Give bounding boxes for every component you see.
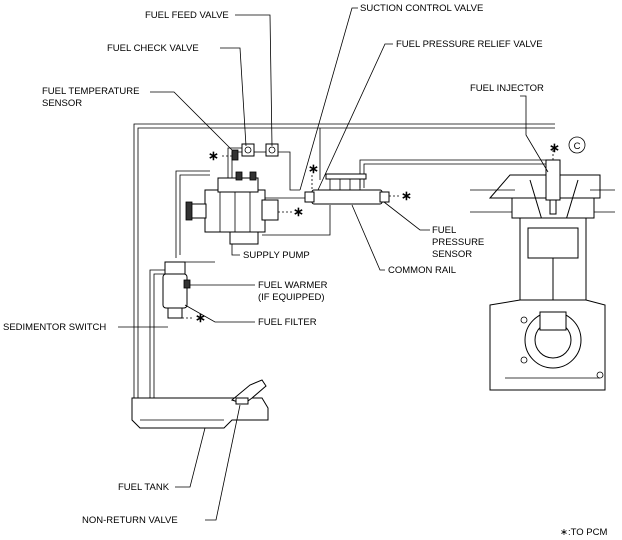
pcm-marker-pump: ∗: [293, 204, 304, 219]
pcm-marker-temp: ∗: [208, 148, 219, 163]
legend-to-pcm: ∗:TO PCM: [560, 527, 607, 538]
label-supply-pump: SUPPLY PUMP: [243, 250, 310, 261]
pcm-marker-sedimentor: ∗: [195, 310, 206, 325]
pcm-marker-relief: ∗: [308, 161, 319, 176]
label-fuel-temperature-sensor-1: FUEL TEMPERATURE: [42, 86, 139, 97]
label-fuel-filter: FUEL FILTER: [258, 317, 317, 328]
fuel-filter: [162, 261, 191, 319]
fuel-check-valve: [241, 143, 255, 157]
common-rail: [304, 173, 390, 205]
pcm-marker-pressure: ∗: [401, 188, 412, 203]
label-fuel-tank: FUEL TANK: [118, 482, 170, 493]
label-non-return-valve: NON-RETURN VALVE: [82, 515, 178, 526]
label-fuel-warmer-2: (IF EQUIPPED): [258, 292, 325, 303]
leader-lines: [118, 7, 549, 521]
pcm-markers: ∗ ∗ ∗ ∗ ∗ ∗: [182, 140, 560, 325]
label-fuel-feed-valve: FUEL FEED VALVE: [145, 10, 229, 21]
label-suction-control-valve: SUCTION CONTROL VALVE: [360, 3, 483, 14]
label-fuel-check-valve: FUEL CHECK VALVE: [107, 43, 199, 54]
engine: C: [470, 136, 615, 391]
fuel-tank: [131, 379, 269, 429]
label-fuel-injector: FUEL INJECTOR: [470, 83, 544, 94]
pcm-marker-injector: ∗: [549, 140, 560, 155]
label-common-rail: COMMON RAIL: [388, 265, 456, 276]
label-fuel-warmer-1: FUEL WARMER: [258, 280, 328, 291]
labels: FUEL FEED VALVE SUCTION CONTROL VALVE FU…: [3, 3, 607, 538]
supply-pump: [185, 171, 279, 245]
label-fuel-pressure-relief-valve: FUEL PRESSURE RELIEF VALVE: [396, 39, 543, 50]
circle-c-label: C: [574, 141, 581, 152]
label-fuel-pressure-sensor-3: SENSOR: [432, 249, 472, 260]
label-sedimentor-switch: SEDIMENTOR SWITCH: [3, 322, 106, 333]
label-fuel-pressure-sensor-1: FUEL: [432, 225, 456, 236]
fuel-temperature-sensor: [231, 149, 239, 161]
label-fuel-pressure-sensor-2: PRESSURE: [432, 237, 484, 248]
label-fuel-temperature-sensor-2: SENSOR: [42, 98, 82, 109]
